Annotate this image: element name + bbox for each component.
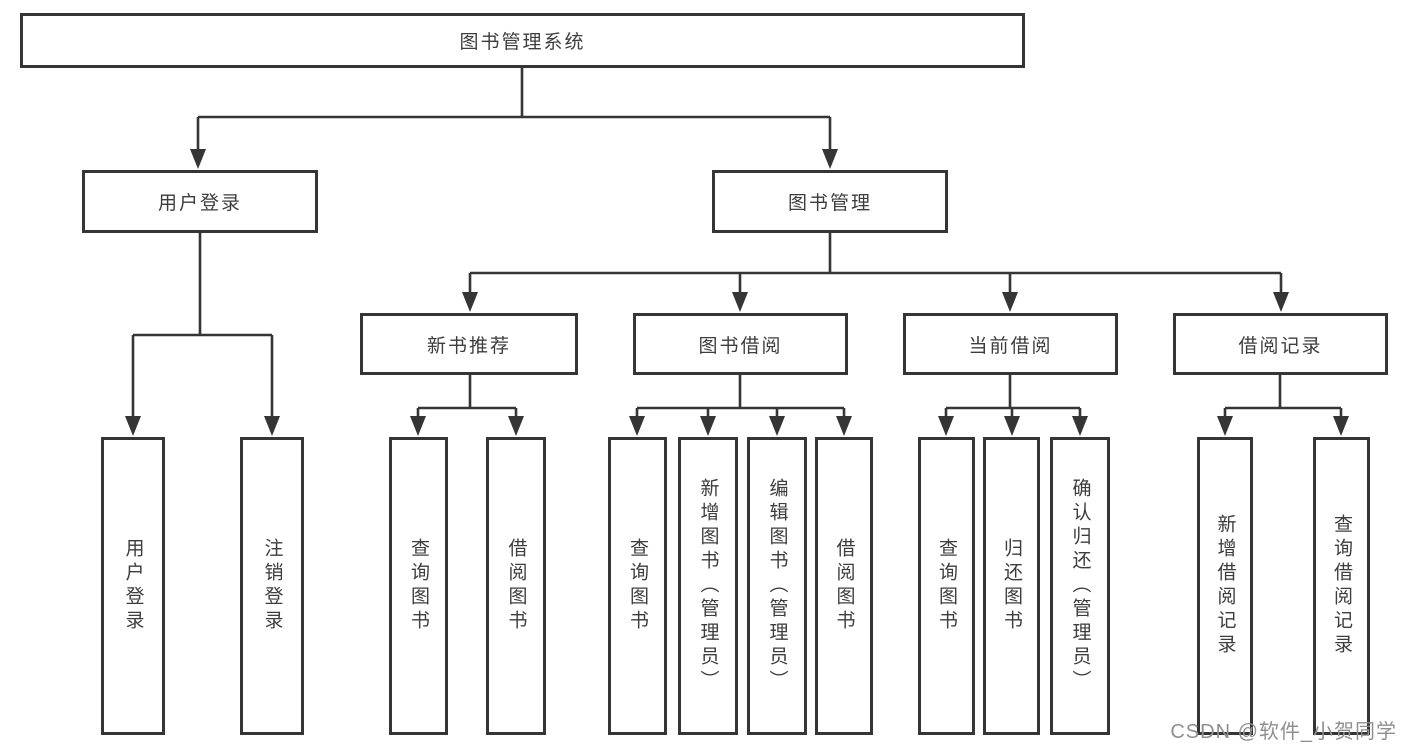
leaf-query-books-recommend: 查询图书 xyxy=(389,437,448,735)
leaf-confirm-return-admin: 确认归还（管理员） xyxy=(1050,437,1110,735)
leaf-user-login: 用户登录 xyxy=(101,437,165,735)
node-current-borrowing: 当前借阅 xyxy=(903,313,1118,375)
leaf-return-books: 归还图书 xyxy=(983,437,1040,735)
leaf-query-books-current: 查询图书 xyxy=(918,437,975,735)
leaf-add-borrow-record: 新增借阅记录 xyxy=(1197,437,1253,735)
leaf-query-borrow-record: 查询借阅记录 xyxy=(1313,437,1370,735)
leaf-borrow-books-recommend: 借阅图书 xyxy=(486,437,546,735)
node-new-book-recommend: 新书推荐 xyxy=(360,313,578,375)
node-borrowing-records: 借阅记录 xyxy=(1173,313,1388,375)
leaf-borrow-books: 借阅图书 xyxy=(815,437,873,735)
csdn-watermark: CSDN @软件_小贺同学 xyxy=(1170,721,1397,743)
arrowhead-icons xyxy=(125,149,1349,436)
leaf-query-books-borrow: 查询图书 xyxy=(608,437,667,735)
leaf-add-books-admin: 新增图书（管理员） xyxy=(678,437,738,735)
node-user-login: 用户登录 xyxy=(82,170,318,233)
node-book-borrowing: 图书借阅 xyxy=(633,313,848,375)
leaf-edit-books-admin: 编辑图书（管理员） xyxy=(747,437,807,735)
node-root-system: 图书管理系统 xyxy=(20,13,1025,68)
leaf-logout: 注销登录 xyxy=(240,437,304,735)
node-book-management: 图书管理 xyxy=(712,170,948,233)
